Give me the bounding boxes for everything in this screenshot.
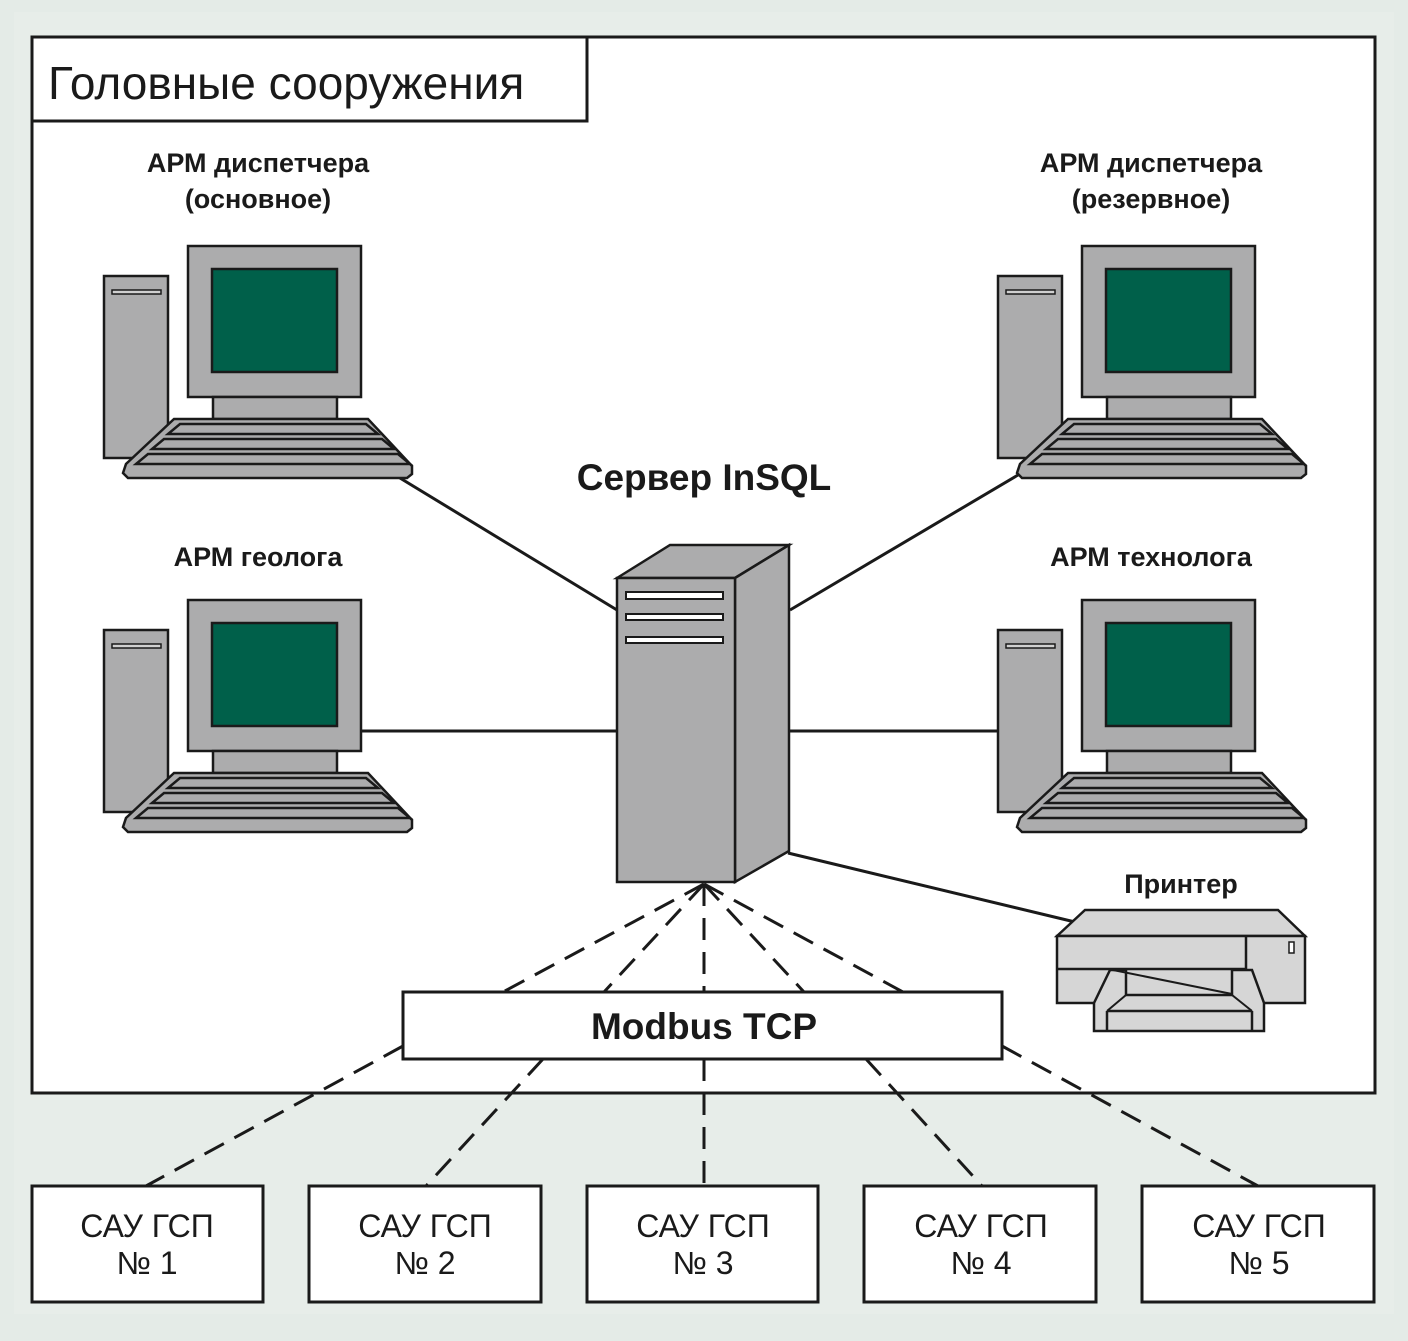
workstation-technologist[interactable]: АРМ технолога: [996, 542, 1308, 834]
bus-label: Modbus TCP: [591, 1006, 817, 1047]
controller-number: № 3: [672, 1245, 733, 1281]
server-label: Сервер InSQL: [577, 457, 832, 498]
controller-3[interactable]: САУ ГСП № 3: [585, 1184, 820, 1304]
printer[interactable]: Принтер: [1053, 869, 1309, 1033]
controller-box: [307, 1184, 543, 1304]
controller-4[interactable]: САУ ГСП № 4: [862, 1184, 1098, 1304]
workstation-dispatcher-backup[interactable]: АРМ диспетчера (резервное): [996, 148, 1308, 480]
workstation-label: АРМ технолога: [1050, 542, 1253, 572]
link-printer: [787, 851, 1076, 924]
link-dispatcher-main: [394, 473, 618, 612]
controller-number: № 2: [394, 1245, 455, 1281]
workstation-label: АРМ диспетчера: [1040, 148, 1263, 178]
bus-box: [401, 990, 1004, 1061]
printer-label: Принтер: [1124, 869, 1238, 899]
controller-box: [1140, 1184, 1376, 1304]
controller-5[interactable]: САУ ГСП № 5: [1140, 1184, 1376, 1304]
printer-icon: [1053, 908, 1309, 1033]
workstation-label: АРМ геолога: [174, 542, 344, 572]
controller-label: САУ ГСП: [80, 1208, 214, 1244]
controller-label: САУ ГСП: [1192, 1208, 1326, 1244]
controller-number: № 5: [1228, 1245, 1289, 1281]
server-bus-links: [502, 882, 904, 994]
workstation-label: АРМ диспетчера: [147, 148, 370, 178]
controller-box: [585, 1184, 820, 1304]
workstation-sublabel: (основное): [185, 184, 331, 214]
controller-2[interactable]: САУ ГСП № 2: [307, 1184, 543, 1304]
controller-label: САУ ГСП: [914, 1208, 1048, 1244]
workstation-dispatcher-main[interactable]: АРМ диспетчера (основное): [102, 148, 414, 480]
controller-number: № 1: [116, 1245, 177, 1281]
workstation-sublabel: (резервное): [1072, 184, 1230, 214]
server-insql[interactable]: Сервер InSQL: [577, 457, 832, 885]
area-title-box: [30, 35, 589, 123]
controller-label: САУ ГСП: [358, 1208, 492, 1244]
lan-links: [362, 473, 1076, 924]
modbus-tcp-bus[interactable]: Modbus TCP: [401, 990, 1004, 1061]
controller-label: САУ ГСП: [636, 1208, 770, 1244]
bus-controller-links: [145, 1044, 1259, 1188]
controller-box: [30, 1184, 265, 1304]
controller-1[interactable]: САУ ГСП № 1: [30, 1184, 265, 1304]
area-title: Головные сооружения: [48, 57, 524, 109]
controller-number: № 4: [950, 1245, 1011, 1281]
workstation-geologist[interactable]: АРМ геолога: [102, 542, 414, 834]
server-icon: [612, 542, 794, 885]
link-dispatcher-backup: [789, 473, 1019, 612]
controller-box: [862, 1184, 1098, 1304]
